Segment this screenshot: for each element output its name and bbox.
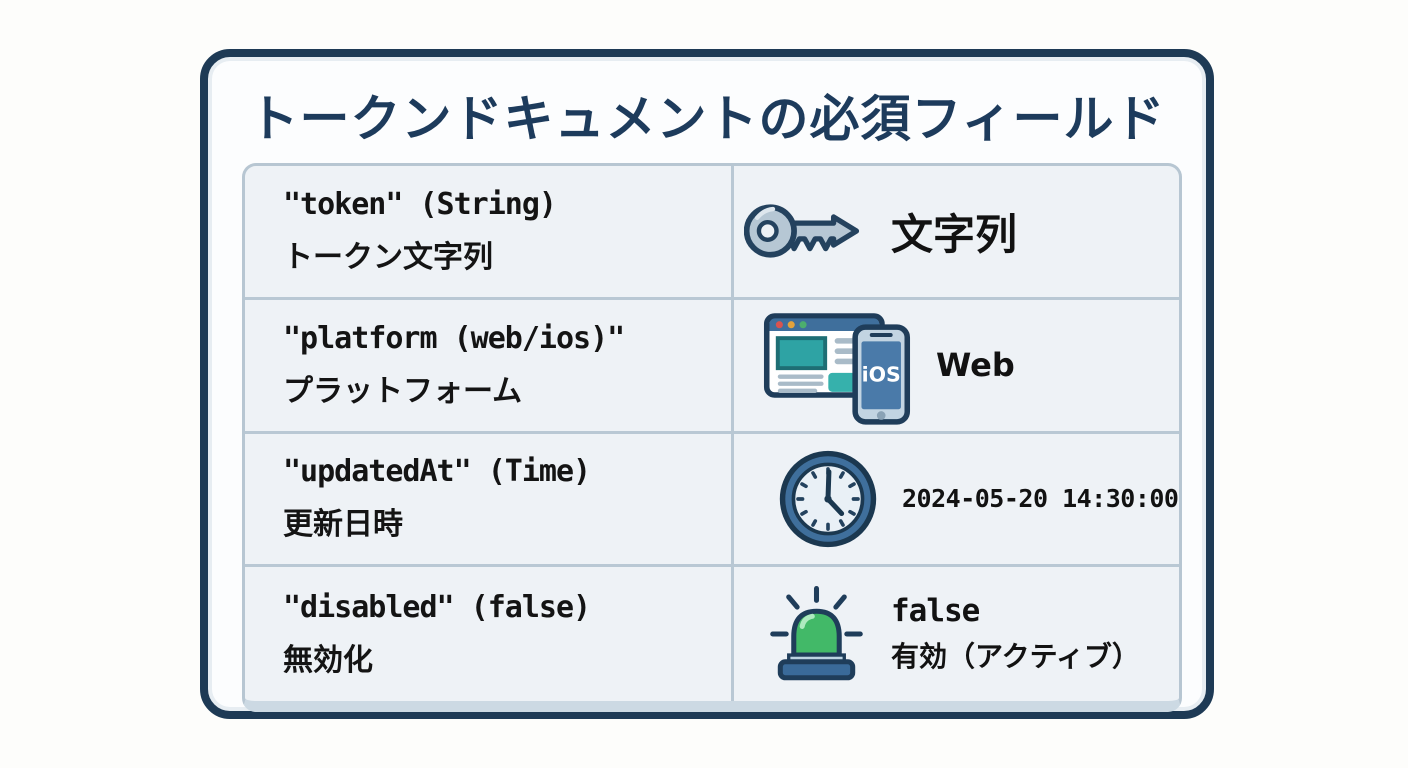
phone-os-label: iOS: [862, 363, 901, 387]
field-label-platform-ja: プラットフォーム: [283, 373, 523, 409]
field-name-updatedat: "updatedAt" (Time): [283, 454, 591, 490]
table-row-platform-field: "platform (web/ios)" プラットフォーム: [245, 299, 734, 434]
field-name-platform: "platform (web/ios)": [283, 320, 625, 356]
value-disabled-ja: 有効（アクティブ）: [891, 640, 1140, 674]
token-fields-card: トークンドキュメントの必須フィールド "token" (String) トークン…: [200, 49, 1214, 719]
table-row-token-field: "token" (String) トークン文字列: [245, 166, 734, 300]
key-icon: [744, 204, 860, 258]
field-label-updatedat-ja: 更新日時: [283, 507, 403, 543]
field-label-disabled-ja: 無効化: [283, 642, 373, 678]
table-row-updatedat-value: 2024-05-20 14:30:00: [734, 434, 1179, 568]
table-row-disabled-value: false 有効（アクティブ）: [734, 567, 1179, 701]
web-ios-icon: iOS: [763, 313, 911, 425]
value-updatedat: 2024-05-20 14:30:00: [902, 484, 1179, 514]
fields-table: "token" (String) トークン文字列 文字列 "platform (…: [242, 163, 1182, 712]
status-light-icon: [770, 586, 863, 681]
page-title: トークンドキュメントの必須フィールド: [248, 90, 1166, 148]
clock-icon: [779, 450, 877, 548]
value-platform: Web: [936, 346, 1015, 385]
table-row-disabled-field: "disabled" (false) 無効化: [245, 567, 734, 701]
value-token: 文字列: [891, 209, 1018, 259]
field-name-disabled: "disabled" (false): [283, 589, 591, 625]
table-row-updatedat-field: "updatedAt" (Time) 更新日時: [245, 433, 734, 568]
table-row-token-value: 文字列: [734, 166, 1179, 300]
value-disabled: false: [891, 593, 980, 630]
table-row-platform-value: iOS Web: [734, 300, 1179, 434]
field-label-token-ja: トークン文字列: [283, 239, 493, 275]
field-name-token: "token" (String): [283, 186, 557, 222]
